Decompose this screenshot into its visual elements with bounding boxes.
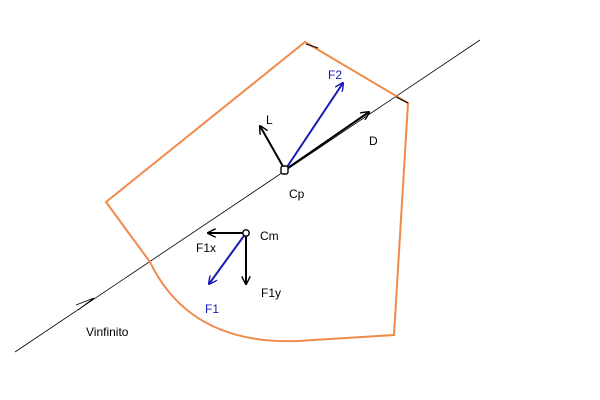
- freestream-arrowhead: [75, 297, 95, 311]
- label-cp: Cp: [289, 187, 305, 201]
- top-edge-tick: [305, 43, 319, 49]
- lift-arrow: [260, 126, 286, 171]
- drag-arrow: [284, 112, 369, 171]
- label-f1: F1: [205, 302, 219, 316]
- cp-point: [280, 165, 289, 175]
- label-d: D: [369, 134, 378, 148]
- label-f1y: F1y: [261, 286, 281, 300]
- cm-point: [242, 229, 250, 237]
- label-f2: F2: [328, 68, 342, 82]
- label-f1x: F1x: [196, 241, 216, 255]
- freestream-line: [14, 39, 481, 353]
- body-outline: [104, 40, 410, 343]
- label-cm: Cm: [260, 229, 279, 243]
- right-edge-tick: [395, 96, 409, 104]
- label-l: L: [266, 113, 273, 127]
- f2-arrow: [284, 83, 343, 171]
- label-vinfinito: Vinfinito: [86, 325, 129, 339]
- f1-arrow: [209, 232, 247, 284]
